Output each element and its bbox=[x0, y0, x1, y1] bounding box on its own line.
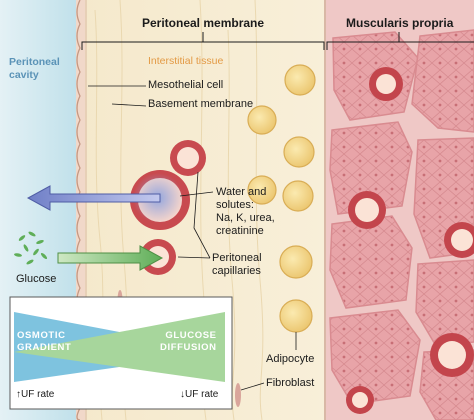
header-brackets bbox=[81, 32, 474, 50]
glucose-diffusion-label: GLUCOSE DIFFUSION bbox=[160, 330, 217, 353]
adipocytes bbox=[247, 64, 316, 333]
uf-rate-up: ↑UF rate bbox=[16, 389, 54, 400]
uf-rate-up-label: UF rate bbox=[21, 389, 55, 400]
uf-rate-down-label: UF rate bbox=[185, 389, 219, 400]
glucose-diffusion-wedge bbox=[14, 312, 225, 382]
interstitial-tissue-label: Interstitial tissue bbox=[148, 55, 224, 67]
mesothelial-cell-label: Mesothelial cell bbox=[148, 79, 224, 91]
glucose-arrow bbox=[57, 245, 164, 271]
water-solute-arrow bbox=[26, 185, 161, 211]
glucose-molecules bbox=[14, 231, 48, 265]
up-arrow-icon: ↑ bbox=[16, 389, 21, 400]
water-solutes-label: Water and solutes: Na, K, urea, creatini… bbox=[216, 186, 275, 237]
adipocyte-label: Adipocyte bbox=[266, 353, 315, 365]
down-arrow-icon: ↓ bbox=[180, 389, 185, 400]
peritoneal-capillaries-label: Peritoneal capillaries bbox=[212, 252, 262, 277]
basement-membrane-label: Basement membrane bbox=[148, 98, 254, 110]
inset-box bbox=[9, 296, 233, 410]
muscle-capillaries bbox=[346, 67, 474, 414]
peritoneal-cavity-label: Peritoneal cavity bbox=[9, 56, 60, 81]
header-muscularis-propria: Muscularis propria bbox=[346, 16, 454, 30]
leader-lines bbox=[88, 85, 297, 391]
header-peritoneal-membrane: Peritoneal membrane bbox=[142, 16, 265, 30]
fibroblast-label: Fibroblast bbox=[266, 377, 315, 389]
uf-rate-down: ↓UF rate bbox=[180, 389, 218, 400]
osmotic-gradient-label: OSMOTIC GRADIENT bbox=[17, 330, 72, 353]
glucose-label: Glucose bbox=[16, 273, 57, 285]
